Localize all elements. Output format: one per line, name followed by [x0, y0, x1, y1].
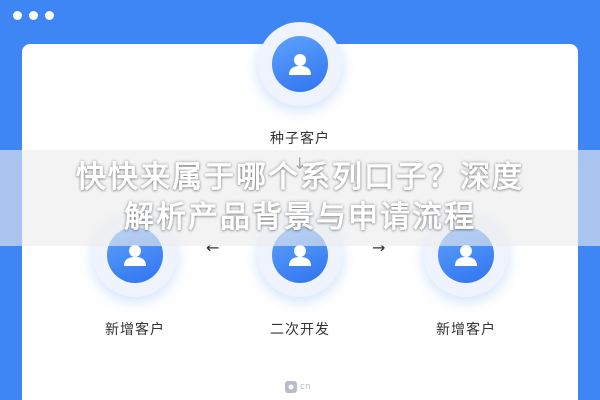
footer-logo: cn: [285, 381, 311, 393]
window-controls: [13, 11, 54, 20]
logo-icon: [285, 381, 297, 393]
new-customer-right-label: 新增客户: [436, 322, 496, 338]
seed-customer-node: 种子客户: [250, 22, 350, 148]
node-circle: [258, 22, 342, 106]
window-dot: [13, 11, 22, 20]
new-customer-left-label: 新增客户: [105, 322, 165, 338]
secondary-development-label: 二次开发: [270, 322, 330, 338]
user-icon: [272, 36, 328, 92]
window-dot: [45, 11, 54, 20]
overlay-title-line-1: 快快来属于哪个系列口子？深度: [76, 160, 524, 195]
window-dot: [29, 11, 38, 20]
logo-text: cn: [300, 382, 311, 392]
overlay-banner: 快快来属于哪个系列口子？深度 解析产品背景与申请流程: [0, 150, 600, 246]
overlay-title-line-2: 解析产品背景与申请流程: [124, 200, 476, 235]
seed-customer-label: 种子客户: [270, 131, 330, 147]
